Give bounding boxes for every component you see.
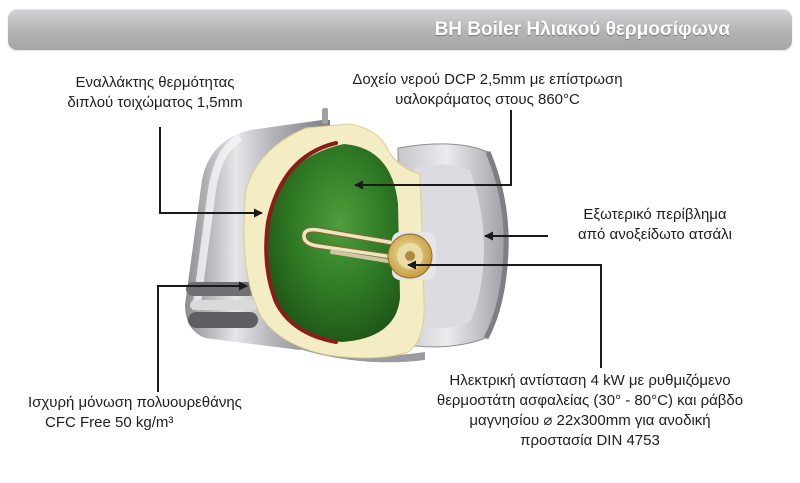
arrow-insulation — [157, 281, 248, 392]
heater-flange — [387, 232, 436, 280]
arrow-water-tank — [354, 110, 512, 190]
title-bar: BH Boiler Ηλιακού θερμοσίφωνα — [8, 9, 792, 50]
callout-line: μαγνησίου ⌀ 22x300mm για ανοδική — [469, 412, 711, 429]
callout-outer-casing: Εξωτερικό περίβλημα από ανοξείδωτο ατσάλ… — [545, 205, 765, 245]
end-cap-inner-face — [415, 164, 484, 329]
callout-line: Ηλεκτρική αντίσταση 4 kW με ρυθμιζόμενο — [449, 372, 731, 389]
callout-water-tank: Δοχείο νερού DCP 2,5mm με επίστρωση υαλο… — [315, 70, 660, 110]
callout-insulation: Ισχυρή μόνωση πολυουρεθάνης CFC Free 50 … — [28, 393, 298, 433]
end-cap-rim — [483, 151, 509, 340]
page-title: BH Boiler Ηλιακού θερμοσίφωνα — [434, 19, 730, 40]
callout-line: Εναλλάκτης θερμότητας — [75, 74, 235, 91]
callout-line: Εξωτερικό περίβλημα — [583, 206, 727, 223]
callout-heat-exchanger: Εναλλάκτης θερμότητας διπλού τοιχώματος … — [40, 73, 270, 113]
callout-line: υαλοκράματος στους 860°C — [395, 91, 580, 108]
callout-line: θερμοστάτη ασφαλείας (30° - 80°C) και ρά… — [436, 392, 744, 409]
arrow-electric-heater — [407, 260, 602, 368]
callout-line: από ανοξείδωτο ατσάλι — [578, 226, 732, 243]
callout-line: διπλού τοιχώματος 1,5mm — [67, 94, 243, 111]
shell-bottom-edge — [296, 340, 425, 363]
shell-highlight — [192, 134, 243, 311]
callout-line: προστασία DIN 4753 — [520, 432, 660, 449]
callout-line: Ισχυρή μόνωση πολυουρεθάνης — [28, 394, 242, 411]
top-nozzle — [322, 108, 328, 124]
callout-electric-heater: Ηλεκτρική αντίσταση 4 kW με ρυθμιζόμενο … — [400, 371, 780, 451]
arrow-heat-exchanger — [159, 127, 263, 218]
bottom-pipes — [186, 282, 258, 328]
callout-line: CFC Free 50 kg/m³ — [45, 414, 174, 431]
water-tank — [266, 144, 400, 342]
heat-exchanger-wall — [264, 141, 338, 344]
callout-line: Δοχείο νερού DCP 2,5mm με επίστρωση — [352, 71, 623, 88]
